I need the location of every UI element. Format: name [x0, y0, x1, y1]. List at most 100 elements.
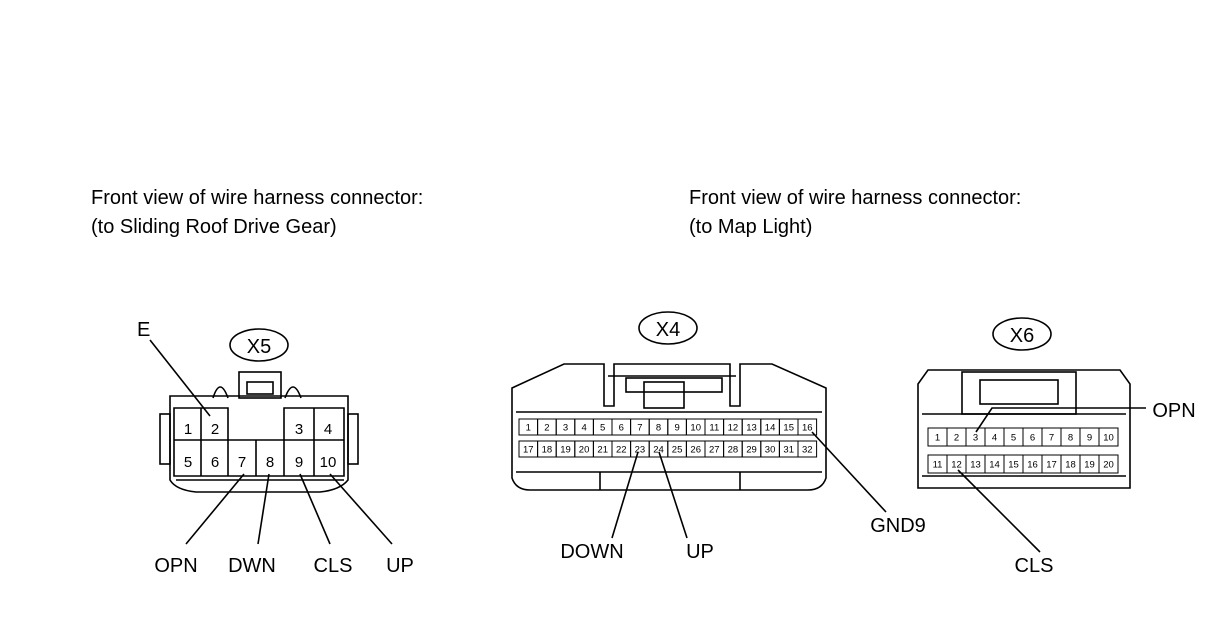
x5-pin-number: 4 [324, 421, 332, 438]
x6-pin-number: 15 [1008, 460, 1019, 471]
x5-leader-dwn [257, 473, 270, 545]
x4-pin-number: 2 [544, 423, 549, 434]
x4-pin-cell [797, 440, 818, 458]
x6-pin-number: 1 [935, 433, 940, 444]
x4-pin-number: 27 [709, 445, 720, 456]
caption-right-line1: Front view of wire harness connector: [689, 187, 1022, 209]
caption-left: Front view of wire harness connector: (t… [91, 184, 423, 242]
x6-pin-number: 11 [933, 460, 943, 471]
x4-leader-up [658, 451, 688, 539]
x4-pin-number: 17 [523, 445, 534, 456]
x4-pin-number: 5 [600, 423, 605, 434]
x4-pin-number: 11 [709, 423, 719, 434]
x5-connector [149, 328, 393, 545]
x5-pin-number: 7 [238, 454, 246, 471]
x6-pin-number: 9 [1087, 433, 1092, 444]
x4-pin-number: 16 [802, 423, 813, 434]
x5-label-opn: OPN [154, 555, 197, 577]
x4-latch-inner [643, 381, 685, 409]
x4-pin-number: 24 [653, 445, 664, 456]
x5-pin-number: 9 [295, 454, 303, 471]
x4-pin-number: 8 [656, 423, 661, 434]
x6-pin-number: 4 [992, 433, 997, 444]
x5-pin-number: 6 [211, 454, 219, 471]
pin-grids [518, 418, 1119, 474]
x4-latch [625, 377, 723, 393]
caption-left-line2: (to Sliding Roof Drive Gear) [91, 216, 337, 238]
x5-latch-inner [246, 381, 274, 395]
x6-pin-number: 12 [951, 460, 962, 471]
x4-pin-number: 3 [563, 423, 568, 434]
x6-pin-cell [1098, 454, 1119, 474]
x5-leader-opn [185, 473, 245, 545]
caption-right-line2: (to Map Light) [689, 216, 813, 238]
x5-label-up: UP [386, 555, 414, 577]
x4-pin-number: 19 [560, 445, 571, 456]
x6-pin-number: 5 [1011, 433, 1016, 444]
x5-latch [238, 371, 282, 399]
x4-pin-number: 29 [746, 445, 757, 456]
x4-pin-number: 7 [637, 423, 642, 434]
x5-leader-e [149, 339, 211, 417]
x5-right-rib [347, 413, 359, 465]
x4-pin-number: 13 [746, 423, 757, 434]
x6-leader-opn [975, 407, 1146, 433]
x6-pin-number: 19 [1084, 460, 1095, 471]
x5-pin-number: 10 [320, 454, 337, 471]
x6-pin-number: 7 [1049, 433, 1054, 444]
x4-tag: X4 [656, 319, 680, 341]
x5-leader-cls [299, 473, 331, 545]
x5-left-ear [212, 386, 229, 399]
x4-pin-number: 30 [765, 445, 776, 456]
x4-pin-number: 21 [597, 445, 608, 456]
x5-right-ear [284, 386, 302, 399]
caption-right: Front view of wire harness connector: (t… [689, 184, 1021, 242]
x6-label-opn: OPN [1152, 400, 1195, 422]
caption-left-line1: Front view of wire harness connector: [91, 187, 424, 209]
x6-tag: X6 [1010, 325, 1034, 347]
x5-pin-number: 2 [211, 421, 219, 438]
x6-pin-number: 17 [1046, 460, 1057, 471]
x5-pin-number: 8 [266, 454, 274, 471]
x4-pin-number: 14 [765, 423, 776, 434]
x6-pin-number: 10 [1103, 433, 1114, 444]
x5-label-dwn: DWN [228, 555, 276, 577]
x5-cavity [173, 407, 345, 477]
x5-pin-number: 1 [184, 421, 192, 438]
x4-label-down: DOWN [560, 541, 623, 563]
x5-label-cls: CLS [314, 555, 353, 577]
x4-pin-number: 22 [616, 445, 627, 456]
x4-connector [511, 311, 887, 539]
x4-tag-oval [638, 311, 698, 345]
x5-pin-number: 5 [184, 454, 192, 471]
x6-label-cls: CLS [1015, 555, 1054, 577]
x6-pin-number: 13 [970, 460, 981, 471]
x5-leader-up [329, 473, 393, 545]
x6-leader-cls [957, 469, 1041, 553]
x4-pin-number: 26 [690, 445, 701, 456]
x4-pin-number: 10 [690, 423, 701, 434]
x6-pin-number: 18 [1065, 460, 1076, 471]
x6-pin-number: 16 [1027, 460, 1038, 471]
x4-pin-number: 12 [728, 423, 739, 434]
x6-latch-inner [979, 379, 1059, 405]
x4-pin-number: 6 [619, 423, 624, 434]
x4-pin-number: 18 [542, 445, 553, 456]
x4-label-up: UP [686, 541, 714, 563]
x4-pin-number: 1 [526, 423, 531, 434]
x4-leader-gnd9 [811, 431, 887, 513]
x6-pin-number: 2 [954, 433, 959, 444]
x4-pin-number: 31 [783, 445, 794, 456]
x5-left-rib [159, 413, 171, 465]
x6-body [917, 369, 1131, 489]
x4-label-gnd9: GND9 [870, 515, 926, 537]
x6-tag-oval [992, 317, 1052, 351]
x4-pin-number: 4 [581, 423, 586, 434]
x6-pin-number: 20 [1103, 460, 1114, 471]
x6-pin-number: 8 [1068, 433, 1073, 444]
x4-pin-cell [797, 418, 818, 436]
x4-pin-number: 32 [802, 445, 813, 456]
x6-connector [917, 317, 1146, 553]
